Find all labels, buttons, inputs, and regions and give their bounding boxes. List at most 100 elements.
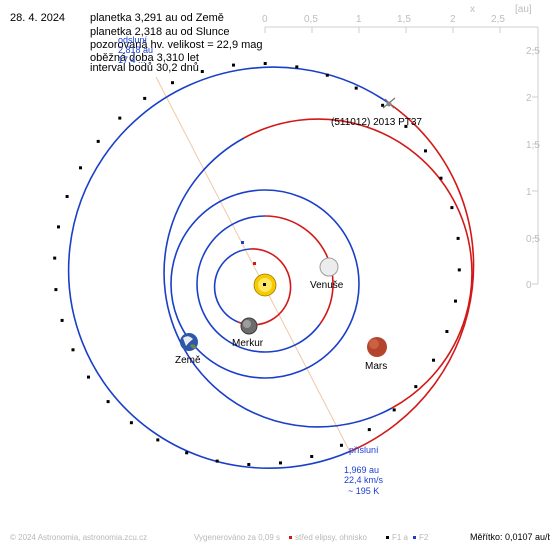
sun (253, 273, 277, 297)
point-interval: interval bodů 30,2 dnů (90, 62, 199, 74)
mercury-orbit-blue (213, 248, 251, 323)
x-tick: 1 (356, 14, 362, 25)
perihelion-distance: 1,969 au (344, 465, 380, 475)
axis-unit: [au] (515, 4, 532, 15)
orbit-interval-dot (432, 358, 435, 362)
orbit-interval-dot (171, 81, 174, 85)
y-axis-ticks: 2,5 2 1,5 1 0,5 0 (526, 46, 540, 291)
orbit-interval-dot (65, 195, 69, 198)
earth-planet (180, 333, 198, 351)
orbit-interval-dot (310, 455, 314, 458)
aphelion-speed: 17,4 ... (118, 55, 146, 65)
orbit-interval-dot (118, 116, 122, 120)
orbit-interval-dot (367, 428, 371, 432)
x-axis-ticks: 0 0,5 1 1,5 2 2,5 x [au] (262, 4, 532, 25)
orbit-interval-dot (392, 408, 396, 412)
legend-f1-marker (386, 536, 389, 539)
generation-time: Vygenerováno za 0,09 s (194, 533, 280, 542)
orbit-interval-dot (53, 256, 57, 260)
legend-f2-label: F2 (419, 533, 429, 542)
mercury-planet (240, 317, 258, 335)
orbit-interval-dot (263, 62, 267, 65)
asteroid-label: (511012) 2013 PT37 (331, 117, 422, 128)
orbit-interval-dot (414, 385, 418, 389)
x-tick: 0 (262, 14, 268, 25)
x-tick: 2,5 (491, 14, 505, 25)
y-axis (532, 27, 539, 285)
orbit-interval-dot (106, 400, 110, 404)
legend-f1-label: F1 a (392, 533, 409, 542)
orbit-interval-dot (424, 149, 427, 153)
venus-planet (319, 257, 339, 277)
orbit-interval-dot (354, 86, 358, 90)
orbit-interval-dot (445, 330, 449, 333)
perihelion-speed: 22,4 km/s (344, 475, 384, 485)
orbit-interval-dot (57, 225, 60, 229)
orbit-interval-dot (200, 70, 204, 73)
orbit-interval-dot (295, 65, 299, 69)
orbit-interval-dot (457, 268, 461, 272)
orbit-interval-dot (279, 461, 282, 465)
orbit-interval-dot (185, 451, 189, 455)
asteroid-orbit-above-ecliptic (350, 103, 475, 452)
aphelion-distance: 2,818 au (118, 45, 154, 55)
focus-f2-marker (241, 241, 244, 244)
y-tick: 1 (526, 187, 532, 198)
earth-orbit (170, 189, 360, 379)
orbit-interval-dot (87, 375, 90, 379)
legend-f2-marker (413, 536, 416, 539)
earth-label: Země (175, 355, 201, 366)
distance-sun: planetka 2,318 au od Slunce (90, 26, 230, 38)
x-tick: 2 (450, 14, 456, 25)
x-tick: 0,5 (304, 14, 318, 25)
distance-earth: planetka 3,291 au od Země (90, 12, 224, 24)
orbit-interval-dot (340, 443, 343, 447)
mars-orbit-red (243, 118, 473, 409)
date-label: 28. 4. 2024 (10, 12, 66, 24)
venus-orbit-blue (196, 215, 321, 353)
orbit-interval-dot (60, 318, 64, 322)
venus-label: Venuše (310, 280, 344, 291)
orbit-interval-dot (325, 73, 329, 77)
y-tick: 0,5 (526, 234, 540, 245)
orbital-period: oběžná doba 3,310 let (90, 52, 199, 64)
orbit-interval-dot (143, 96, 147, 100)
magnitude: pozorovaná hv. velikost = 22,9 mag (90, 39, 263, 51)
orbit-interval-dots (53, 62, 461, 466)
orbit-interval-dot (79, 166, 82, 170)
orbit-interval-dot (215, 459, 219, 463)
mars-planet (367, 337, 387, 357)
asteroid-orbit-below-ecliptic (67, 66, 391, 469)
scale-label: Měřítko: 0,0107 au/bod (470, 532, 550, 542)
orbit-interval-dot (404, 124, 408, 128)
orbit-interval-dot (454, 299, 457, 303)
orbit-interval-dot (381, 103, 385, 107)
orbit-interval-dot (96, 139, 100, 143)
orbit-interval-dot (54, 288, 58, 292)
orbit-interval-dot (439, 176, 443, 180)
orbit-interval-dot (129, 421, 133, 425)
perihelion-temperature: ~ 195 K (348, 486, 380, 496)
y-tick: 0 (526, 280, 532, 291)
orbit-interval-dot (71, 348, 75, 352)
orbit-interval-dot (232, 63, 235, 67)
x-tick: 1,5 (397, 14, 411, 25)
copyright-link[interactable]: © 2024 Astronomia, astronomia.zcu.cz (10, 533, 148, 542)
y-tick: 2,5 (526, 46, 540, 57)
legend-center-label: střed elipsy, ohnisko (295, 533, 367, 542)
y-tick: 2 (526, 93, 532, 104)
orbit-interval-dot (247, 463, 251, 466)
orbit-interval-dot (456, 236, 460, 240)
orbit-interval-dot (450, 206, 454, 210)
mars-label: Mars (365, 361, 387, 372)
mercury-label: Merkur (232, 338, 264, 349)
asteroid-marker (382, 97, 396, 109)
x-axis (264, 26, 538, 33)
ellipse-center-marker (253, 262, 256, 265)
venus-orbit-red (264, 215, 334, 325)
legend-center-marker (289, 536, 292, 539)
aphelion-title: odsluní (118, 35, 148, 45)
mars-orbit-blue (163, 137, 393, 428)
y-tick: 1,5 (526, 140, 540, 151)
